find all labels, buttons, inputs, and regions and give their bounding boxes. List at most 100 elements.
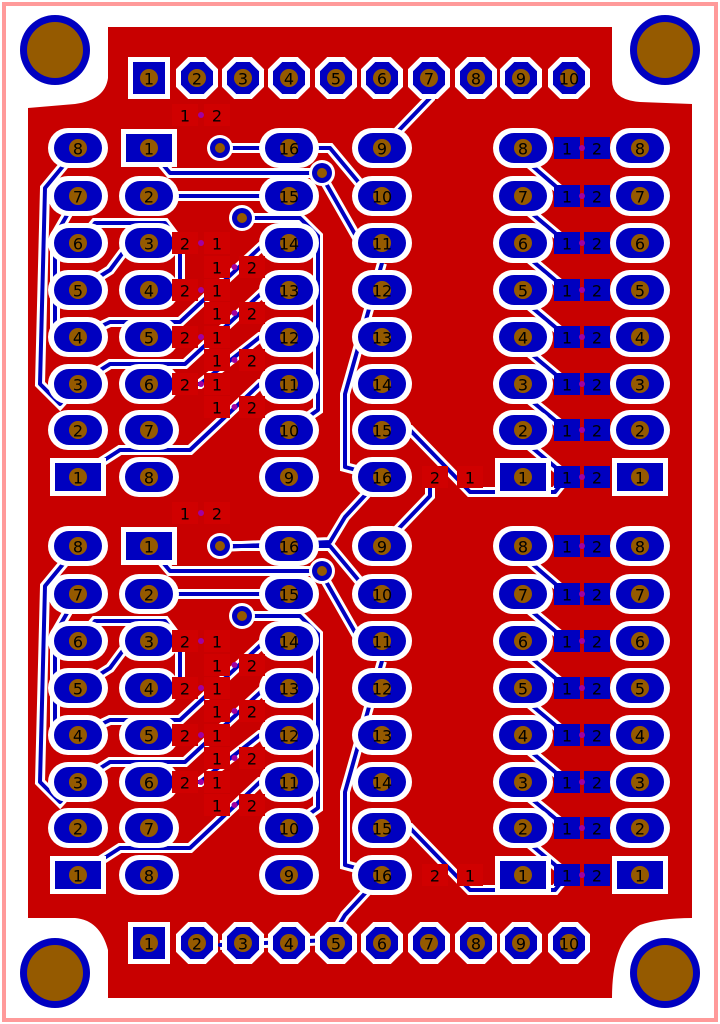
right-connector-pin-11-label: 11	[372, 633, 392, 652]
jumper-pad-2-label: 2	[592, 680, 602, 699]
left-connector-pin-7	[48, 574, 108, 614]
left-connector-pin-5	[48, 668, 108, 708]
jumper-pad-1-label: 1	[562, 376, 572, 395]
bottom-header-pin-2	[176, 922, 218, 964]
top-header-pin-2	[176, 57, 218, 99]
right-connector-pin-15-label: 15	[372, 422, 392, 441]
top-header-pin-7	[408, 57, 450, 99]
jumper-pad-2-label: 2	[592, 188, 602, 207]
jumper-pad-1	[554, 137, 580, 159]
jumper-pad-2-label: 2	[592, 820, 602, 839]
resistor-pad-label: 2	[212, 107, 222, 126]
jumper-pad-1-label: 1	[562, 586, 572, 605]
jumper-right-pin-2-label: 2	[635, 820, 645, 839]
jumper-pad-2	[584, 279, 610, 301]
resistor-pad	[204, 256, 230, 278]
resistor-pad-label: 1	[212, 399, 222, 418]
resistor-pad-label: 1	[212, 727, 222, 746]
resistor-pad	[204, 396, 230, 418]
resistor-pad	[172, 630, 198, 652]
jumper-pad-2-label: 2	[592, 329, 602, 348]
jumper-pad-2	[584, 724, 610, 746]
resistor-pad-label: 2	[212, 505, 222, 524]
dip-pin-12-label: 12	[279, 727, 299, 746]
resistor-pad-label: 2	[180, 727, 190, 746]
left-connector-pin-1-label: 1	[73, 867, 83, 886]
jumper-left-pin-4	[493, 317, 553, 357]
top-header-pin-8-label: 8	[471, 70, 481, 89]
jumper-pad-1-label: 1	[562, 235, 572, 254]
resistor-pad-label: 2	[430, 469, 440, 488]
left-connector-pin-6-label: 6	[73, 235, 83, 254]
jumper-pad-1-label: 1	[562, 680, 572, 699]
bottom-header-pin-1-label: 1	[144, 935, 154, 954]
resistor-pad-label: 1	[212, 352, 222, 371]
jumper-pad-1	[554, 419, 580, 441]
right-connector-pin-14-label: 14	[372, 774, 392, 793]
jumper-pad-1	[554, 817, 580, 839]
left-connector-pin-8-label: 8	[73, 140, 83, 159]
dip-pin-14-label: 14	[279, 633, 299, 652]
jumper-right-pin-5	[610, 668, 670, 708]
top-header-pin-6	[361, 57, 403, 99]
jumper-right-pin-8	[610, 128, 670, 168]
dip-pin-1	[121, 129, 177, 167]
resistor-pad-label: 1	[465, 469, 475, 488]
resistor-pad-label: 2	[247, 657, 257, 676]
jumper-right-pin-7-label: 7	[635, 188, 645, 207]
left-connector-pin-2-label: 2	[73, 820, 83, 839]
left-connector-pin-4	[48, 715, 108, 755]
mounting-hole	[624, 9, 706, 91]
left-connector-pin-5-label: 5	[73, 680, 83, 699]
jumper-pad-2-label: 2	[592, 774, 602, 793]
jumper-left-pin-5	[493, 270, 553, 310]
resistor-pad-label: 1	[180, 505, 190, 524]
jumper-right-pin-7	[610, 176, 670, 216]
jumper-right-pin-8-label: 8	[635, 140, 645, 159]
jumper-pad-2	[584, 630, 610, 652]
left-connector-pin-7-label: 7	[73, 586, 83, 605]
dip-pin-12	[259, 317, 319, 357]
jumper-pad-2-label: 2	[592, 140, 602, 159]
top-header-pin-10-label: 10	[559, 70, 579, 89]
jumper-pad-1	[554, 583, 580, 605]
dip-pin-6-label: 6	[144, 774, 154, 793]
resistor-pad-label: 1	[212, 774, 222, 793]
jumper-left-pin-6-label: 6	[518, 235, 528, 254]
resistor-pad-label: 1	[212, 376, 222, 395]
resistor-pad	[172, 104, 198, 126]
resistor-pad	[457, 864, 483, 886]
top-header-pin-1-label: 1	[144, 70, 154, 89]
dip-pin-5-label: 5	[144, 727, 154, 746]
right-connector-pin-9-label: 9	[377, 538, 387, 557]
jumper-left-pin-1	[495, 458, 551, 496]
dip-pin-1-label: 1	[144, 140, 154, 159]
dip-pin-7-label: 7	[144, 820, 154, 839]
dip-pin-2	[119, 176, 179, 216]
bottom-header-pin-4	[268, 922, 310, 964]
resistor-pad-label: 2	[180, 235, 190, 254]
right-connector-pin-10	[352, 176, 412, 216]
jumper-pad-1	[554, 724, 580, 746]
dip-pin-15-label: 15	[279, 188, 299, 207]
jumper-pad-1-label: 1	[562, 469, 572, 488]
jumper-pad-2-label: 2	[592, 422, 602, 441]
jumper-left-pin-1	[495, 856, 551, 894]
resistor-pad-label: 2	[247, 703, 257, 722]
bottom-header-pin-10-label: 10	[559, 935, 579, 954]
resistor-pad	[422, 864, 448, 886]
jumper-right-pin-1	[612, 458, 668, 496]
resistor-pad-label: 2	[247, 352, 257, 371]
left-connector-pin-7-label: 7	[73, 188, 83, 207]
left-connector-pin-4-label: 4	[73, 727, 83, 746]
resistor-pad-label: 2	[180, 633, 190, 652]
dip-pin-13	[259, 668, 319, 708]
right-connector-pin-12-label: 12	[372, 680, 392, 699]
bottom-header-pin-5-label: 5	[331, 935, 341, 954]
jumper-pad-1-label: 1	[562, 633, 572, 652]
resistor-pad	[172, 502, 198, 524]
jumper-left-pin-1-label: 1	[518, 867, 528, 886]
resistor-pad-label: 2	[247, 399, 257, 418]
jumper-left-pin-3	[493, 364, 553, 404]
jumper-pad-2	[584, 864, 610, 886]
